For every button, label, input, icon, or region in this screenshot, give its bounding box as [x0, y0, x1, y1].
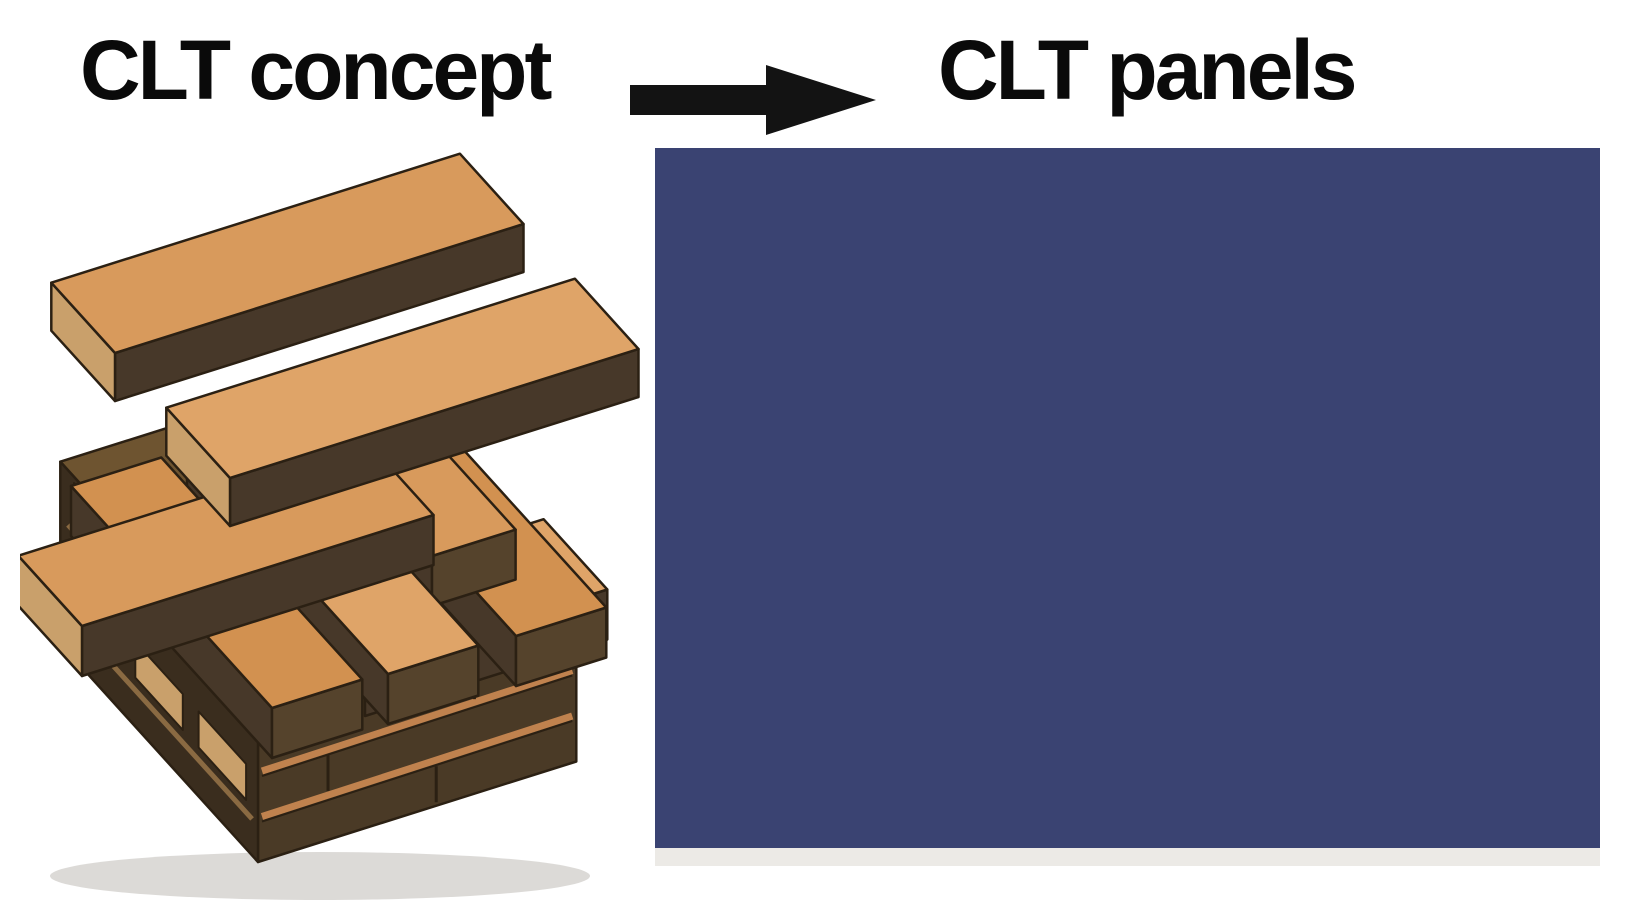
board-top: [50, 152, 525, 355]
clt-concept-label: CLT concept: [80, 23, 552, 117]
right-arrow-shape: [630, 65, 876, 135]
right-arrow-icon: [630, 65, 876, 135]
board-end: [197, 710, 248, 801]
board-end: [134, 640, 184, 731]
photo-bottom-shadow: [655, 848, 1600, 866]
lamination-line: [261, 720, 573, 823]
lamination-line: [260, 712, 574, 820]
clt-panels-label: CLT panels: [938, 23, 1357, 117]
clt-concept-illustration: [20, 152, 640, 900]
stack-shadow: [50, 852, 590, 900]
board-top: [165, 277, 640, 480]
lamination-line: [261, 674, 573, 777]
clt-panels-photo: [655, 148, 1600, 848]
lamination-line: [260, 667, 574, 775]
strap-band: [655, 148, 1600, 848]
